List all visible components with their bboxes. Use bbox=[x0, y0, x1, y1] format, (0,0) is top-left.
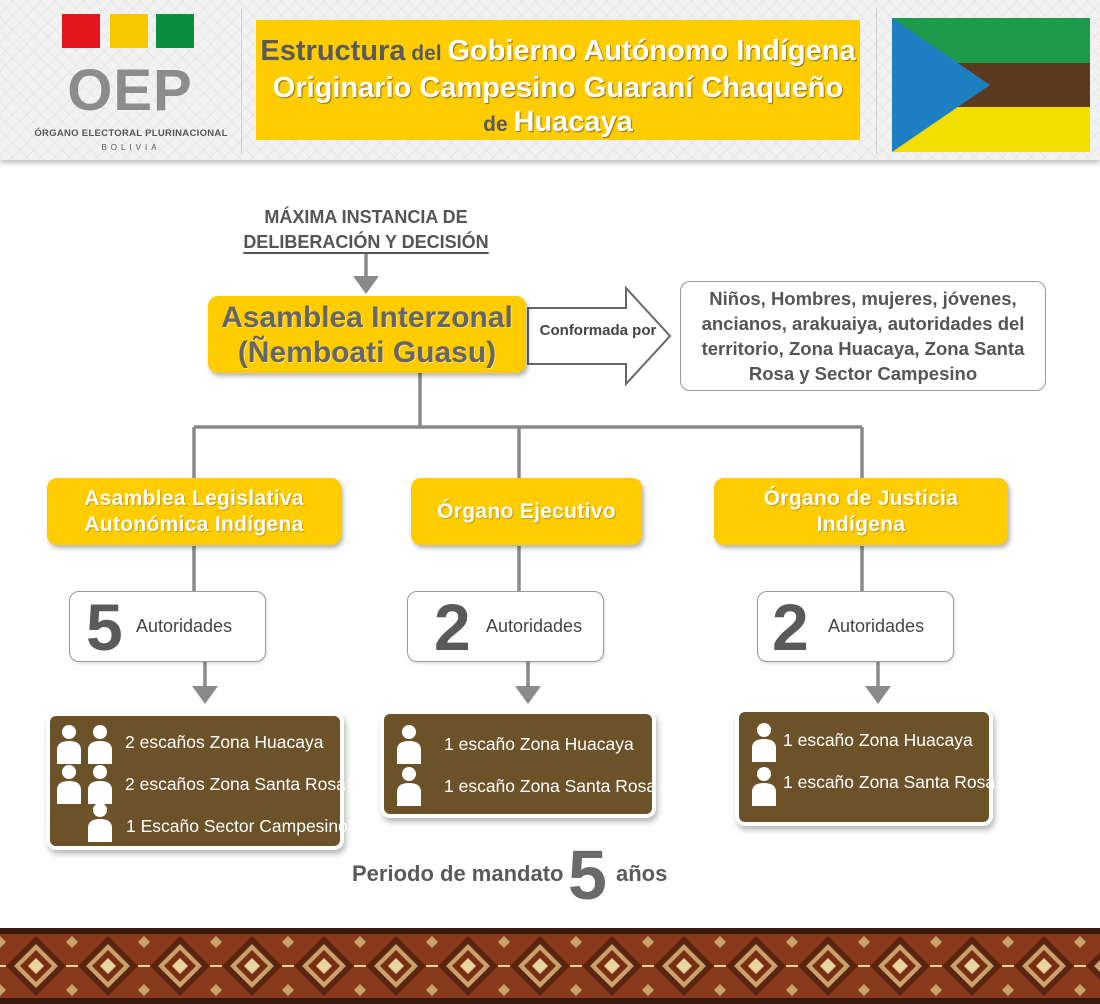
authorities-box-executive: 2 Autoridades bbox=[407, 591, 604, 662]
seat-line: 1 escaño Zona Santa Rosa bbox=[444, 776, 657, 796]
authorities-label: Autoridades bbox=[486, 616, 583, 636]
seats-box-justice: 1 escaño Zona Huacaya 1 escaño Zona Sant… bbox=[739, 712, 995, 822]
person-icon bbox=[88, 765, 112, 804]
logo-red-square bbox=[62, 14, 100, 48]
header-divider-right bbox=[876, 8, 877, 154]
seat-line: 1 Escaño Sector Campesino bbox=[126, 816, 348, 836]
person-icon bbox=[752, 767, 776, 806]
organ-title-line2: Autonómica Indígena bbox=[84, 512, 304, 536]
person-icon bbox=[57, 725, 81, 764]
oep-logo-letters: OEP bbox=[67, 58, 193, 123]
members-box: Niños, Hombres, mujeres, jóvenes, ancian… bbox=[680, 281, 1046, 391]
assembly-box: Asamblea Interzonal (Ñemboati Guasu) bbox=[208, 296, 526, 373]
organ-executive-title: Órgano Ejecutivo bbox=[437, 499, 616, 525]
seat-line: 1 escaño Zona Huacaya bbox=[783, 730, 973, 750]
seats-box-legislative: 2 escaños Zona Huacaya 2 escaños Zona Sa… bbox=[50, 716, 348, 846]
arrow-down-icon bbox=[515, 686, 541, 704]
title-word-huacaya: Huacaya bbox=[513, 106, 633, 138]
organ-title-line1: Órgano de Justicia bbox=[763, 486, 959, 510]
title-line-2: Originario Campesino Guaraní Chaqueño bbox=[272, 72, 844, 104]
assembly-line1: Asamblea Interzonal bbox=[221, 300, 513, 334]
person-icon bbox=[88, 803, 112, 842]
term-suffix: años bbox=[616, 861, 668, 886]
title-line-1: Estructura del Gobierno Autónomo Indígen… bbox=[256, 34, 860, 71]
term-prefix: Periodo de mandato bbox=[352, 861, 564, 886]
max-instance-line2: DELIBERACIÓN Y DECISIÓN bbox=[243, 232, 489, 252]
title-word-de: de bbox=[483, 113, 514, 136]
seat-line: 1 escaño Zona Santa Rosa bbox=[783, 772, 996, 792]
oep-org-name: ÓRGANO ELECTORAL PLURINACIONAL bbox=[34, 128, 228, 139]
arrow-down-icon bbox=[353, 276, 379, 294]
authorities-count: 2 bbox=[772, 590, 809, 664]
person-icon bbox=[752, 723, 776, 762]
page-title: Estructura del Gobierno Autónomo Indígen… bbox=[256, 20, 860, 140]
title-word-del: del bbox=[405, 42, 448, 65]
seat-line: 1 escaño Zona Huacaya bbox=[444, 734, 634, 754]
max-instance-line1: MÁXIMA INSTANCIA DE bbox=[264, 207, 468, 227]
authorities-count: 2 bbox=[434, 590, 471, 664]
conformed-by-label: Conformada por bbox=[539, 322, 657, 339]
term-label: Periodo de mandato 5 años bbox=[352, 840, 682, 910]
term-years: 5 bbox=[568, 836, 607, 914]
seat-line: 2 escaños Zona Huacaya bbox=[125, 732, 324, 752]
organ-title-line1: Órgano Ejecutivo bbox=[437, 499, 616, 523]
organ-title-line2: Indígena bbox=[816, 512, 906, 536]
title-words-gobierno: Gobierno Autónomo Indígena bbox=[447, 35, 856, 67]
arrow-down-icon bbox=[865, 686, 891, 704]
conformed-arrow-icon bbox=[527, 285, 672, 387]
logo-yellow-square bbox=[110, 14, 148, 48]
huacaya-flag-icon bbox=[892, 18, 1090, 152]
organ-executive-box: Órgano Ejecutivo bbox=[411, 478, 642, 545]
seat-line: 2 escaños Zona Santa Rosa bbox=[125, 774, 346, 794]
max-instance-label: MÁXIMA INSTANCIA DE DELIBERACIÓN Y DECIS… bbox=[214, 205, 518, 255]
oep-country: BOLIVIA bbox=[101, 143, 161, 152]
seats-box-executive: 1 escaño Zona Huacaya 1 escaño Zona Sant… bbox=[384, 714, 656, 814]
assembly-title: Asamblea Interzonal (Ñemboati Guasu) bbox=[221, 300, 513, 370]
organ-legislative-box: Asamblea Legislativa Autonómica Indígena bbox=[47, 478, 341, 545]
person-icon bbox=[88, 725, 112, 764]
organ-legislative-title: Asamblea Legislativa Autonómica Indígena bbox=[84, 486, 304, 538]
authorities-count: 5 bbox=[86, 590, 123, 664]
organ-justice-box: Órgano de Justicia Indígena bbox=[714, 478, 1008, 545]
person-icon bbox=[57, 765, 81, 804]
person-icon bbox=[397, 725, 421, 764]
assembly-line2: (Ñemboati Guasu) bbox=[237, 335, 497, 369]
arrow-down-icon bbox=[192, 686, 218, 704]
authorities-label: Autoridades bbox=[828, 616, 925, 636]
organ-title-line1: Asamblea Legislativa bbox=[84, 486, 304, 510]
members-text: Niños, Hombres, mujeres, jóvenes, ancian… bbox=[701, 288, 1025, 384]
header-banner: OEP ÓRGANO ELECTORAL PLURINACIONAL BOLIV… bbox=[0, 0, 1100, 160]
authorities-box-legislative: 5 Autoridades bbox=[69, 591, 266, 662]
title-line-3: de Huacaya bbox=[256, 105, 860, 142]
authorities-label: Autoridades bbox=[136, 616, 233, 636]
logo-green-square bbox=[156, 14, 194, 48]
person-icon bbox=[397, 767, 421, 806]
organ-justice-title: Órgano de Justicia Indígena bbox=[764, 486, 958, 538]
title-word-estructura: Estructura bbox=[260, 35, 406, 67]
authorities-box-justice: 2 Autoridades bbox=[757, 591, 954, 662]
header-divider-left bbox=[241, 8, 242, 154]
textile-pattern-band bbox=[0, 928, 1100, 1004]
